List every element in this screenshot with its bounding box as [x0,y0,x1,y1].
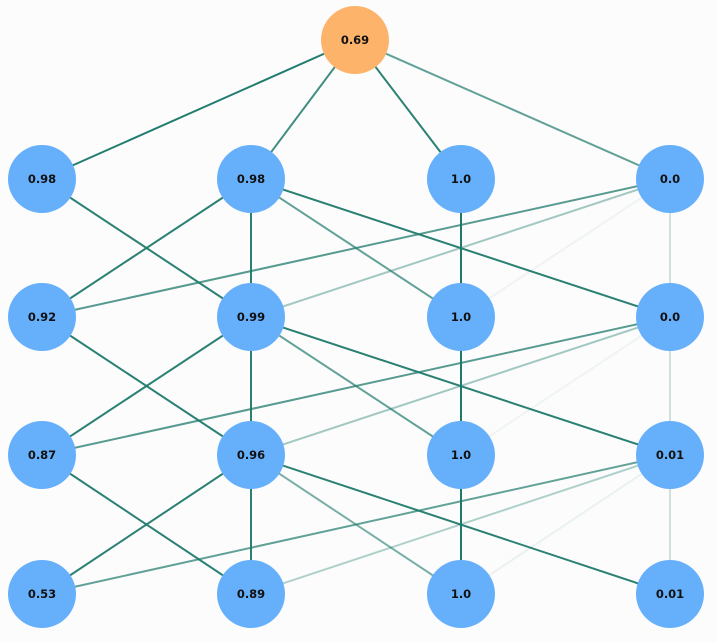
node-r4c1: 0.53 [8,560,76,628]
node-label-r1c1: 0.98 [28,172,56,186]
node-label-r4c1: 0.53 [28,587,56,601]
node-circle-r4c1 [8,560,76,628]
node-label-root: 0.69 [341,33,369,47]
node-label-r3c3: 1.0 [451,448,471,462]
node-circle-r1c3 [427,145,495,213]
node-circle-r2c1 [8,283,76,351]
edge-r1c4-r2c1 [41,178,671,318]
node-r3c4: 0.01 [636,421,704,489]
edge-r2c4-r3c2 [250,316,671,456]
edge-r2c4-r3c3 [460,316,671,456]
node-label-r2c2: 0.99 [237,310,265,324]
node-r2c3: 1.0 [427,283,495,351]
node-circle-r2c2 [217,283,285,351]
node-r4c2: 0.89 [217,560,285,628]
node-circle-r2c4 [636,283,704,351]
node-circle-r4c2 [217,560,285,628]
node-circle-r1c1 [8,145,76,213]
node-r4c4: 0.01 [636,560,704,628]
node-label-r2c3: 1.0 [451,310,471,324]
node-circle-r1c2 [217,145,285,213]
edge-layer [41,39,671,595]
node-circle-r4c3 [427,560,495,628]
edge-r3c2-r4c1 [41,454,252,595]
edge-root-r1c4 [354,39,671,180]
node-r3c3: 1.0 [427,421,495,489]
node-r3c2: 0.96 [217,421,285,489]
edge-r3c4-r4c3 [460,454,671,595]
node-label-r1c2: 0.98 [237,172,265,186]
node-circle-r1c4 [636,145,704,213]
node-r4c3: 1.0 [427,560,495,628]
node-r2c2: 0.99 [217,283,285,351]
node-label-r2c1: 0.92 [28,310,56,324]
node-circle-r3c1 [8,421,76,489]
node-circle-r3c3 [427,421,495,489]
node-label-r4c3: 1.0 [451,587,471,601]
node-label-r4c2: 0.89 [237,587,265,601]
node-root: 0.69 [321,6,389,74]
node-r3c1: 0.87 [8,421,76,489]
edge-r3c4-r4c1 [41,454,671,595]
node-circle-r3c2 [217,421,285,489]
node-r1c4: 0.0 [636,145,704,213]
node-r1c2: 0.98 [217,145,285,213]
node-r1c1: 0.98 [8,145,76,213]
edge-r1c2-r2c1 [41,178,252,318]
edge-r2c2-r3c1 [41,316,252,456]
node-r2c1: 0.92 [8,283,76,351]
node-label-r2c4: 0.0 [660,310,680,324]
node-label-r3c2: 0.96 [237,448,265,462]
node-r1c3: 1.0 [427,145,495,213]
node-label-r4c4: 0.01 [656,587,684,601]
edge-root-r1c1 [41,39,356,180]
edge-r1c4-r2c3 [460,178,671,318]
node-label-r1c3: 1.0 [451,172,471,186]
node-layer: 0.69 0.98 0.98 1.0 0.0 0.92 0.99 1.0 0.0 0.87 0.96… [8,6,704,628]
node-r2c4: 0.0 [636,283,704,351]
node-label-r3c1: 0.87 [28,448,56,462]
edge-r1c4-r2c2 [250,178,671,318]
node-label-r3c4: 0.01 [656,448,684,462]
edge-r3c4-r4c2 [250,454,671,595]
node-circle-r3c4 [636,421,704,489]
node-label-r1c4: 0.0 [660,172,680,186]
node-circle-r2c3 [427,283,495,351]
edge-r2c4-r3c1 [41,316,671,456]
node-circle-r4c4 [636,560,704,628]
node-circle-root [321,6,389,74]
